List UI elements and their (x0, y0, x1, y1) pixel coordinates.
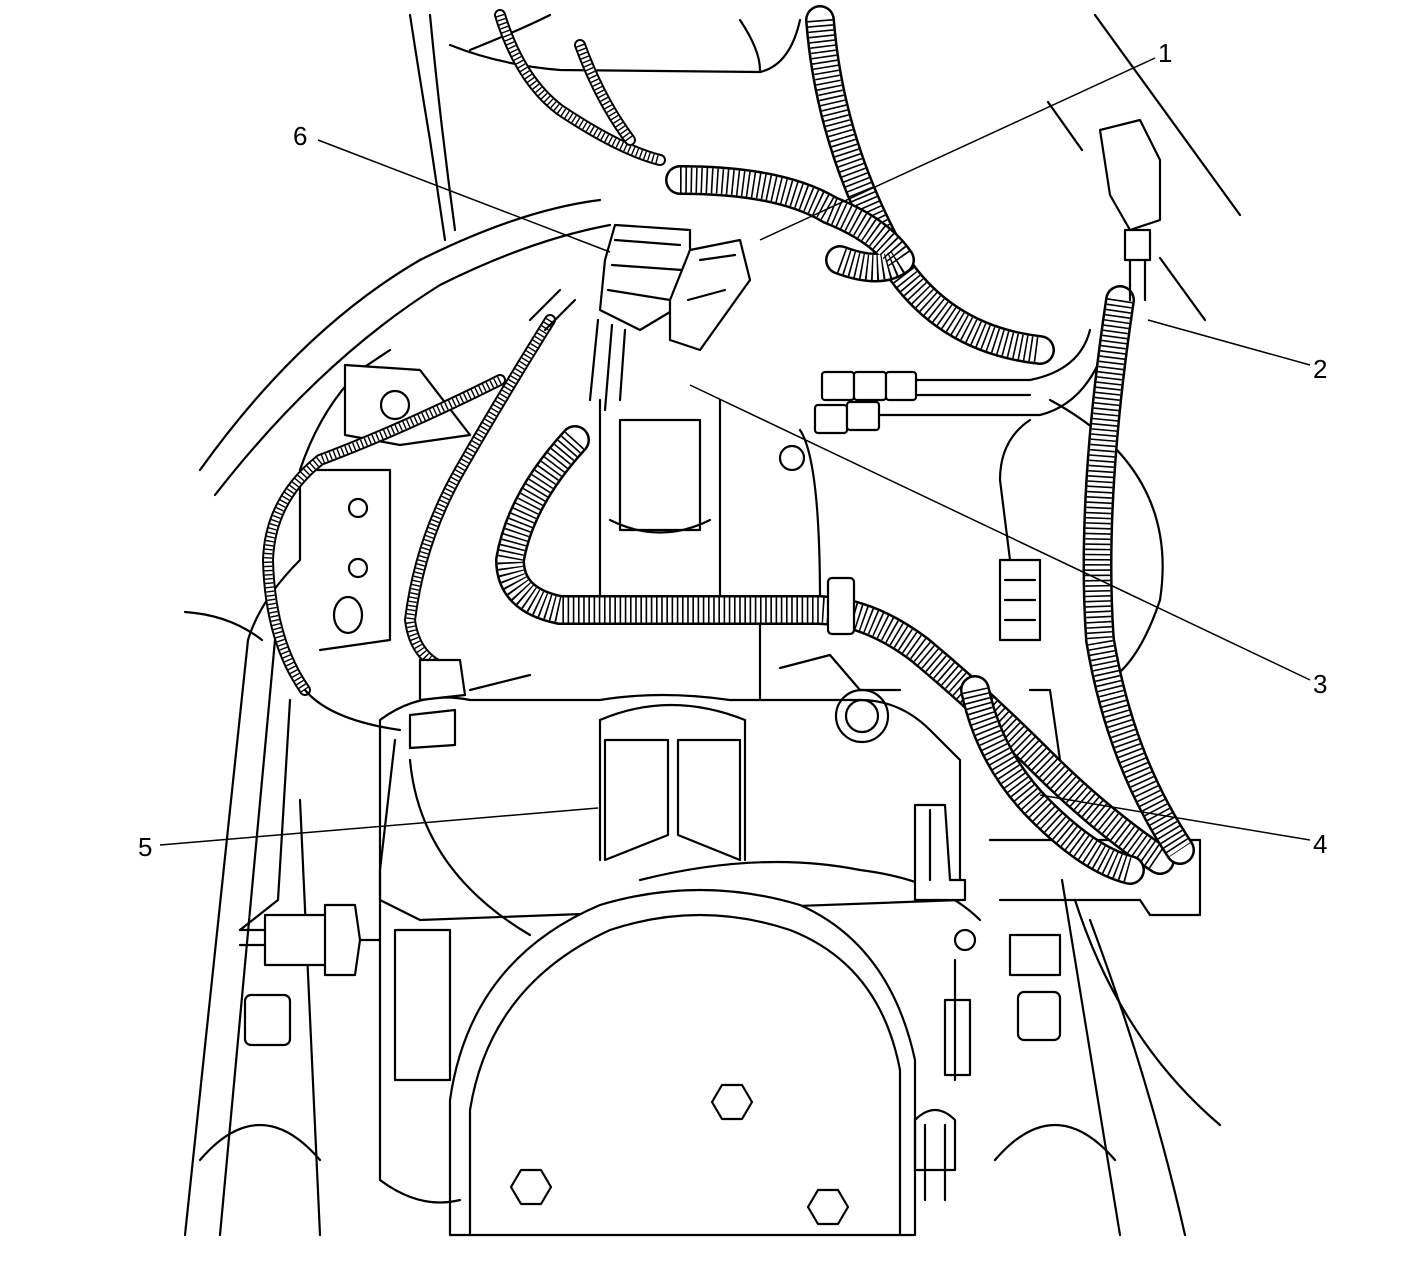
callout-5: 5 (138, 832, 152, 862)
frame-rails (183, 13, 1242, 1237)
leader-2 (1147, 319, 1311, 366)
leader-lines (159, 57, 1311, 846)
callout-labels: 1 2 3 4 5 6 (138, 38, 1327, 862)
main-wiring-harness (495, 5, 1195, 885)
callout-2: 2 (1313, 354, 1327, 384)
transmission-case (378, 398, 962, 922)
callout-1: 1 (1158, 38, 1172, 68)
callout-4: 4 (1313, 829, 1327, 859)
connectors (408, 118, 1162, 750)
bell-housing (378, 860, 982, 1237)
callout-6: 6 (293, 121, 307, 151)
cooler-line-fittings (778, 328, 1164, 762)
leader-4 (1039, 794, 1311, 841)
leader-6 (317, 139, 611, 253)
leader-3 (689, 384, 1311, 681)
left-sensor (238, 903, 382, 977)
leader-1 (759, 57, 1156, 241)
leader-5 (159, 807, 599, 846)
small-conduit-wires (238, 9, 666, 937)
left-bracket (313, 363, 472, 652)
callout-3: 3 (1313, 669, 1327, 699)
